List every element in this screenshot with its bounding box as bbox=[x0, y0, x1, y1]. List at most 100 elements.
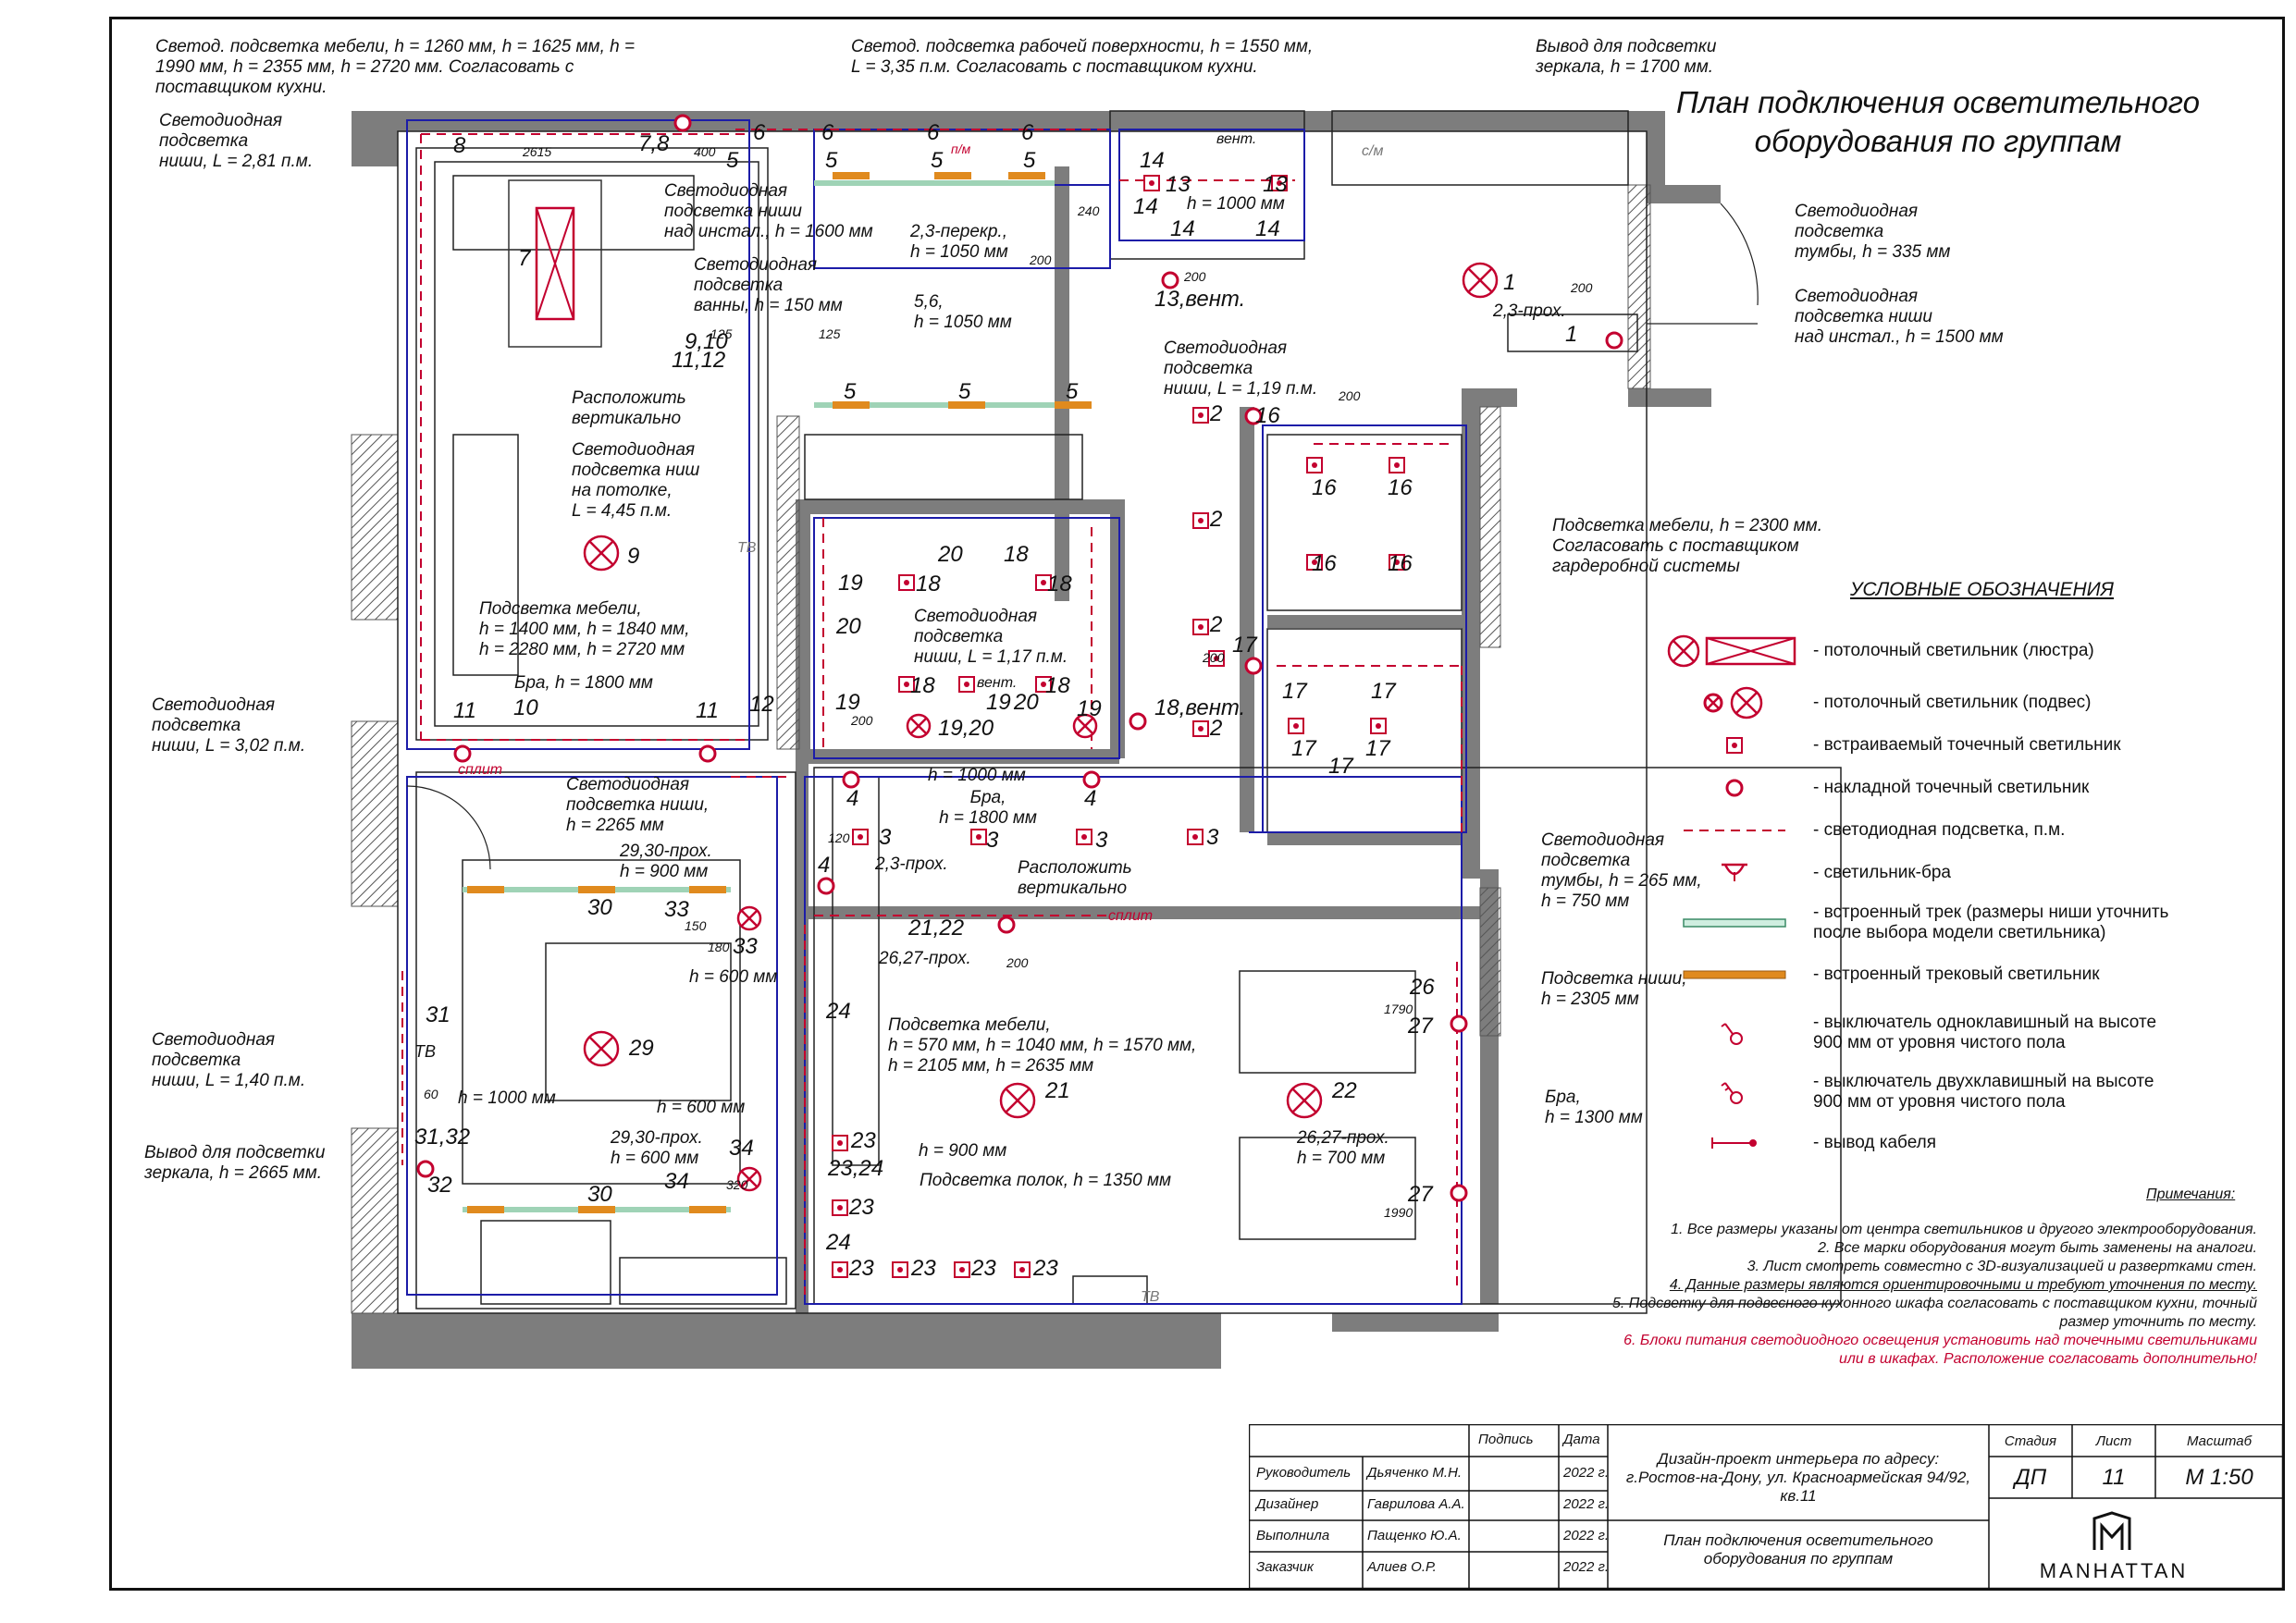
dim-125-b: 125 bbox=[819, 326, 841, 341]
group-23c: 23 bbox=[849, 1256, 874, 1281]
label-switch-2-3-bath: 2,3-прох. bbox=[1493, 301, 1566, 321]
group-6a: 6 bbox=[753, 120, 766, 145]
legend-item-recessed-spot: - встраиваемый точечный светильник bbox=[1656, 727, 2285, 764]
group-24a: 24 bbox=[826, 999, 851, 1024]
label-h1000-bedroom: h = 1000 мм bbox=[458, 1088, 556, 1108]
group-30a: 30 bbox=[587, 895, 612, 920]
legend-item-led-strip: - светодиодная подсветка, п.м. bbox=[1656, 812, 2285, 849]
group-2d: 2 bbox=[1210, 716, 1223, 741]
group-33b: 33 bbox=[733, 934, 758, 959]
track-light-icon bbox=[1656, 956, 1813, 993]
callout-niche-over-installation-1500: Светодиодная подсветка ниши над инстал.,… bbox=[1795, 287, 2004, 347]
note-4: 4. Данные размеры являются ориентировочн… bbox=[1669, 1277, 2257, 1293]
group-13b: 13 bbox=[1263, 172, 1288, 197]
group-14a: 14 bbox=[1140, 148, 1165, 173]
callout-vertical-2: Расположить вертикально bbox=[1018, 858, 1132, 898]
legend-title: УСЛОВНЫЕ ОБОЗНАЧЕНИЯ bbox=[1850, 579, 2114, 600]
group-30b: 30 bbox=[587, 1182, 612, 1207]
legend-label: - выключатель одноклавишный на высоте 90… bbox=[1813, 1013, 2157, 1052]
group-7: 7 bbox=[518, 246, 531, 271]
callout-living-furniture: Подсветка мебели, h = 1400 мм, h = 1840 … bbox=[479, 599, 690, 659]
legend-label: - потолочный светильник (люстра) bbox=[1813, 641, 2094, 660]
recessed-spot-icon bbox=[1656, 727, 1813, 764]
group-11-12: 11,12 bbox=[672, 348, 726, 373]
group-27b: 27 bbox=[1408, 1182, 1433, 1207]
dim-200-c: 200 bbox=[851, 713, 873, 728]
group-3d: 3 bbox=[1206, 825, 1219, 850]
group-34a: 34 bbox=[729, 1136, 754, 1161]
group-31-32: 31,32 bbox=[414, 1125, 471, 1150]
group-16e: 16 bbox=[1388, 551, 1413, 576]
group-5g: 5 bbox=[1066, 379, 1079, 404]
group-4a: 4 bbox=[846, 786, 859, 811]
label-switch-2-3-hall: 2,3-прох. bbox=[875, 855, 948, 874]
group-18-vent: 18,вент. bbox=[1154, 695, 1246, 720]
group-23b: 23 bbox=[849, 1195, 874, 1220]
label-h600-b: h = 600 мм bbox=[657, 1098, 746, 1117]
dim-200-f: 200 bbox=[1030, 252, 1052, 267]
stamp-header-date: Дата bbox=[1563, 1432, 1600, 1447]
stamp-sheet: 11 bbox=[2102, 1465, 2126, 1490]
legend-label: - вывод кабеля bbox=[1813, 1133, 1937, 1152]
group-5b: 5 bbox=[825, 148, 838, 173]
group-6d: 6 bbox=[1021, 120, 1034, 145]
legend-item-sconce: - светильник-бра bbox=[1656, 855, 2285, 891]
dim-1990: 1990 bbox=[1384, 1205, 1413, 1220]
label-h600-a: h = 600 мм bbox=[689, 967, 778, 987]
stamp-header-stage: Стадия bbox=[2004, 1433, 2057, 1449]
stamp-role: Руководитель bbox=[1256, 1465, 1352, 1481]
group-16d: 16 bbox=[1312, 551, 1337, 576]
brand-name: MANHATTAN bbox=[2039, 1559, 2189, 1582]
legend-item-switch-single: - выключатель одноклавишный на высоте 90… bbox=[1656, 1010, 2285, 1056]
stamp-name: Гаврилова А.А. bbox=[1367, 1496, 1465, 1512]
notes: 1. Все размеры указаны от центра светиль… bbox=[1517, 1221, 2257, 1369]
group-18d: 18 bbox=[910, 673, 935, 698]
cable-output-icon bbox=[1656, 1125, 1813, 1162]
stamp-scale: М 1:50 bbox=[2185, 1465, 2253, 1490]
dim-200-d: 200 bbox=[1006, 955, 1029, 970]
note-2: 2. Все марки оборудования могут быть зам… bbox=[1818, 1240, 2257, 1256]
callout-niche-1-40: Светодиодная подсветка ниши, L = 1,40 п.… bbox=[152, 1030, 306, 1090]
callout-niche-2265: Светодиодная подсветка ниши, h = 2265 мм bbox=[566, 775, 710, 835]
group-18a: 18 bbox=[1004, 542, 1029, 567]
group-17b: 17 bbox=[1282, 679, 1307, 704]
callout-bath-led: Светодиодная подсветка ванны, h = 150 мм bbox=[694, 255, 843, 315]
group-23-24: 23,24 bbox=[828, 1156, 884, 1181]
group-4c: 4 bbox=[818, 853, 831, 878]
legend-item-cable-output: - вывод кабеля bbox=[1656, 1125, 2285, 1162]
callout-niche-3-02: Светодиодная подсветка ниши, L = 3,02 п.… bbox=[152, 695, 306, 756]
manhattan-logo-icon bbox=[2089, 1509, 2135, 1560]
legend-label: - встроенный трековый светильник bbox=[1813, 965, 2100, 984]
dim-2615: 2615 bbox=[523, 144, 552, 159]
callout-sconce-1300: Бра, h = 1300 мм bbox=[1545, 1088, 1643, 1127]
label-h1000-bath: h = 1000 мм bbox=[1187, 194, 1285, 214]
label-tv-3: ТВ bbox=[1141, 1289, 1160, 1305]
callout-niche-1-17: Светодиодная подсветка ниши, L = 1,17 п.… bbox=[914, 607, 1068, 667]
dim-180: 180 bbox=[708, 940, 730, 954]
label-washer: с/м bbox=[1362, 143, 1384, 159]
label-split-1: сплит bbox=[458, 762, 503, 778]
group-12: 12 bbox=[749, 692, 774, 717]
dim-60: 60 bbox=[424, 1087, 438, 1101]
callout-vanity-335: Светодиодная подсветка тумбы, h = 335 мм bbox=[1795, 202, 1951, 262]
group-20b: 20 bbox=[836, 614, 861, 639]
label-switch-26-27: 26,27-прох. bbox=[879, 949, 971, 968]
group-32: 32 bbox=[427, 1173, 452, 1198]
group-11a: 11 bbox=[453, 698, 476, 723]
group-29: 29 bbox=[629, 1036, 654, 1061]
group-17a: 17 bbox=[1232, 633, 1257, 658]
dim-200-a: 200 bbox=[1184, 269, 1206, 284]
track-icon bbox=[1656, 904, 1813, 941]
group-5f: 5 bbox=[958, 379, 971, 404]
group-5a: 5 bbox=[726, 148, 739, 173]
group-16a: 16 bbox=[1255, 403, 1280, 428]
callout-shelf-lighting: Подсветка полок, h = 1350 мм bbox=[920, 1171, 1172, 1190]
group-18e: 18 bbox=[1045, 673, 1070, 698]
group-14d: 14 bbox=[1255, 216, 1280, 241]
group-33a: 33 bbox=[664, 897, 689, 922]
group-8: 8 bbox=[453, 133, 466, 158]
stamp-role: Дизайнер bbox=[1256, 1496, 1319, 1512]
group-4b: 4 bbox=[1084, 786, 1097, 811]
legend-item-track: - встроенный трек (размеры ниши уточнить… bbox=[1656, 903, 2285, 942]
callout-niche-1-19: Светодиодная подсветка ниши, L = 1,19 п.… bbox=[1164, 338, 1318, 399]
